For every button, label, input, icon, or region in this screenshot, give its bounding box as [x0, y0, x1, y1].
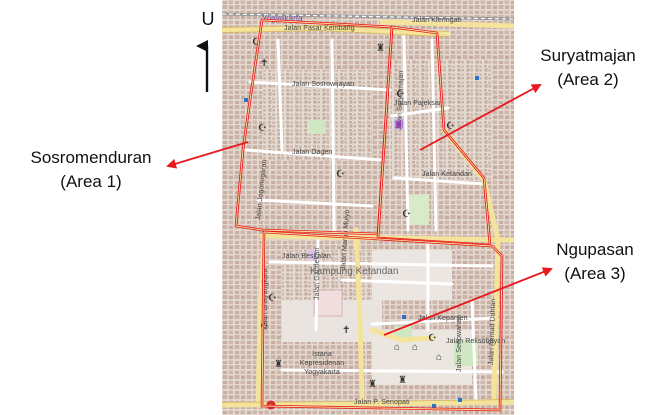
- callout-area-3-name: Ngupasan: [556, 240, 634, 259]
- mosque-icon: ☪: [402, 209, 411, 220]
- museum-icon: ⌂: [436, 352, 443, 363]
- callout-area-2: Suryatmajan (Area 2): [528, 44, 648, 92]
- museum-icon: ⌂: [394, 342, 401, 353]
- north-indicator: U: [196, 9, 220, 95]
- monument-icon: ♜: [376, 43, 385, 54]
- callout-area-1-name: Sosromenduran: [30, 148, 152, 167]
- museum-icon: ⌂: [412, 342, 419, 353]
- street-label: Jalan Reksobayan: [446, 338, 506, 345]
- street-label: Jalan P. Senopati: [354, 399, 410, 406]
- mosque-icon: ☪: [428, 333, 437, 344]
- landmark-label: Istana Kepresidenan Yogyakarta: [299, 351, 345, 376]
- monument-icon: ♜: [274, 359, 283, 370]
- callout-area-2-name: Suryatmajan: [540, 46, 636, 65]
- shop-icon: ▣: [394, 119, 404, 130]
- mosque-icon: ☪: [268, 293, 277, 304]
- church-icon: ✝: [260, 58, 269, 69]
- mosque-icon: ☪: [446, 121, 455, 132]
- mosque-icon: ☪: [396, 89, 405, 100]
- monument-icon: ♜: [368, 379, 377, 390]
- street-label: Jalan Dagen: [292, 149, 333, 156]
- street-label: Jalan Kleringan: [412, 17, 462, 24]
- svg-text:+: +: [269, 403, 273, 410]
- street-label: Jalan Ketandan: [422, 171, 473, 178]
- mosque-icon: ☪: [252, 37, 261, 48]
- callout-area-1: Sosromenduran (Area 1): [16, 146, 166, 194]
- street-label: Jalan Pasar Kembang: [284, 25, 355, 32]
- callout-area-3: Ngupasan (Area 3): [540, 238, 650, 286]
- callout-area-1-label: (Area 1): [60, 172, 122, 191]
- mosque-icon: ☪: [260, 321, 269, 332]
- callout-area-2-label: (Area 2): [557, 70, 619, 89]
- station-label: Yogyakarta: [262, 14, 303, 23]
- place-label: Kampung Ketandan: [310, 266, 399, 277]
- mosque-icon: ☪: [258, 123, 267, 134]
- mosque-icon: ☪: [336, 169, 345, 180]
- north-label: U: [201, 9, 215, 29]
- monument-icon: ♜: [398, 375, 407, 386]
- street-label: Jalan Sosrowijayan: [292, 81, 355, 88]
- callout-area-3-label: (Area 3): [564, 264, 626, 283]
- church-icon: ✝: [342, 325, 351, 336]
- street-label: Jalan Beskalan: [282, 253, 331, 260]
- map: + Jalan Pasar Kembang Jalan Sosrowijayan…: [222, 0, 514, 415]
